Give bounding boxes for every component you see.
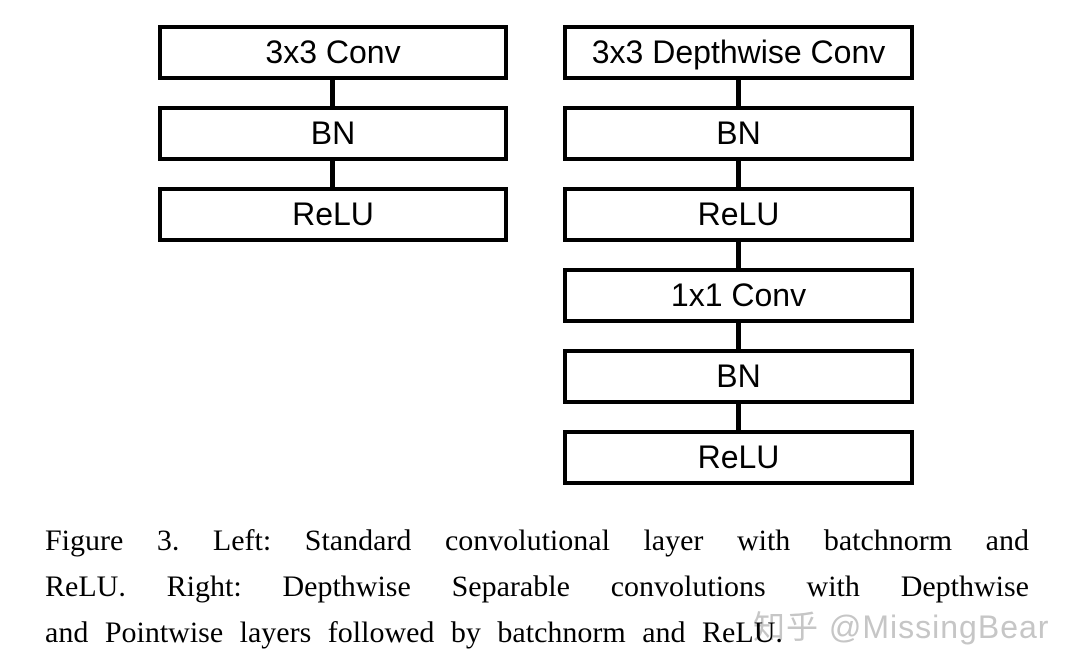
figure-caption: Figure 3. Left: Standard convolutional l… [45, 518, 1029, 656]
connector-line [736, 78, 741, 108]
diagram-box-3x3-depthwise-conv: 3x3 Depthwise Conv [563, 25, 914, 80]
caption-line: Figure 3. Left: Standard convolutional l… [45, 524, 1029, 557]
watermark: 知乎 @MissingBear [753, 609, 1050, 645]
diagram-box-relu-right-1: ReLU [563, 187, 914, 242]
diagram-box-bn-right-1: BN [563, 106, 914, 161]
connector-line [736, 159, 741, 189]
caption-line: and Pointwise layers followed by batchno… [45, 616, 783, 649]
connector-line [736, 321, 741, 351]
diagram-box-relu-left-1: ReLU [158, 187, 508, 242]
connector-line [330, 78, 335, 108]
diagram-box-bn-left-1: BN [158, 106, 508, 161]
diagram-box-3x3-conv: 3x3 Conv [158, 25, 508, 80]
diagram-box-relu-right-2: ReLU [563, 430, 914, 485]
diagram-box-1x1-conv: 1x1 Conv [563, 268, 914, 323]
diagram-box-bn-right-2: BN [563, 349, 914, 404]
connector-line [736, 240, 741, 270]
caption-line: ReLU. Right: Depthwise Separable convolu… [45, 570, 1029, 603]
connector-line [330, 159, 335, 189]
connector-line [736, 402, 741, 432]
